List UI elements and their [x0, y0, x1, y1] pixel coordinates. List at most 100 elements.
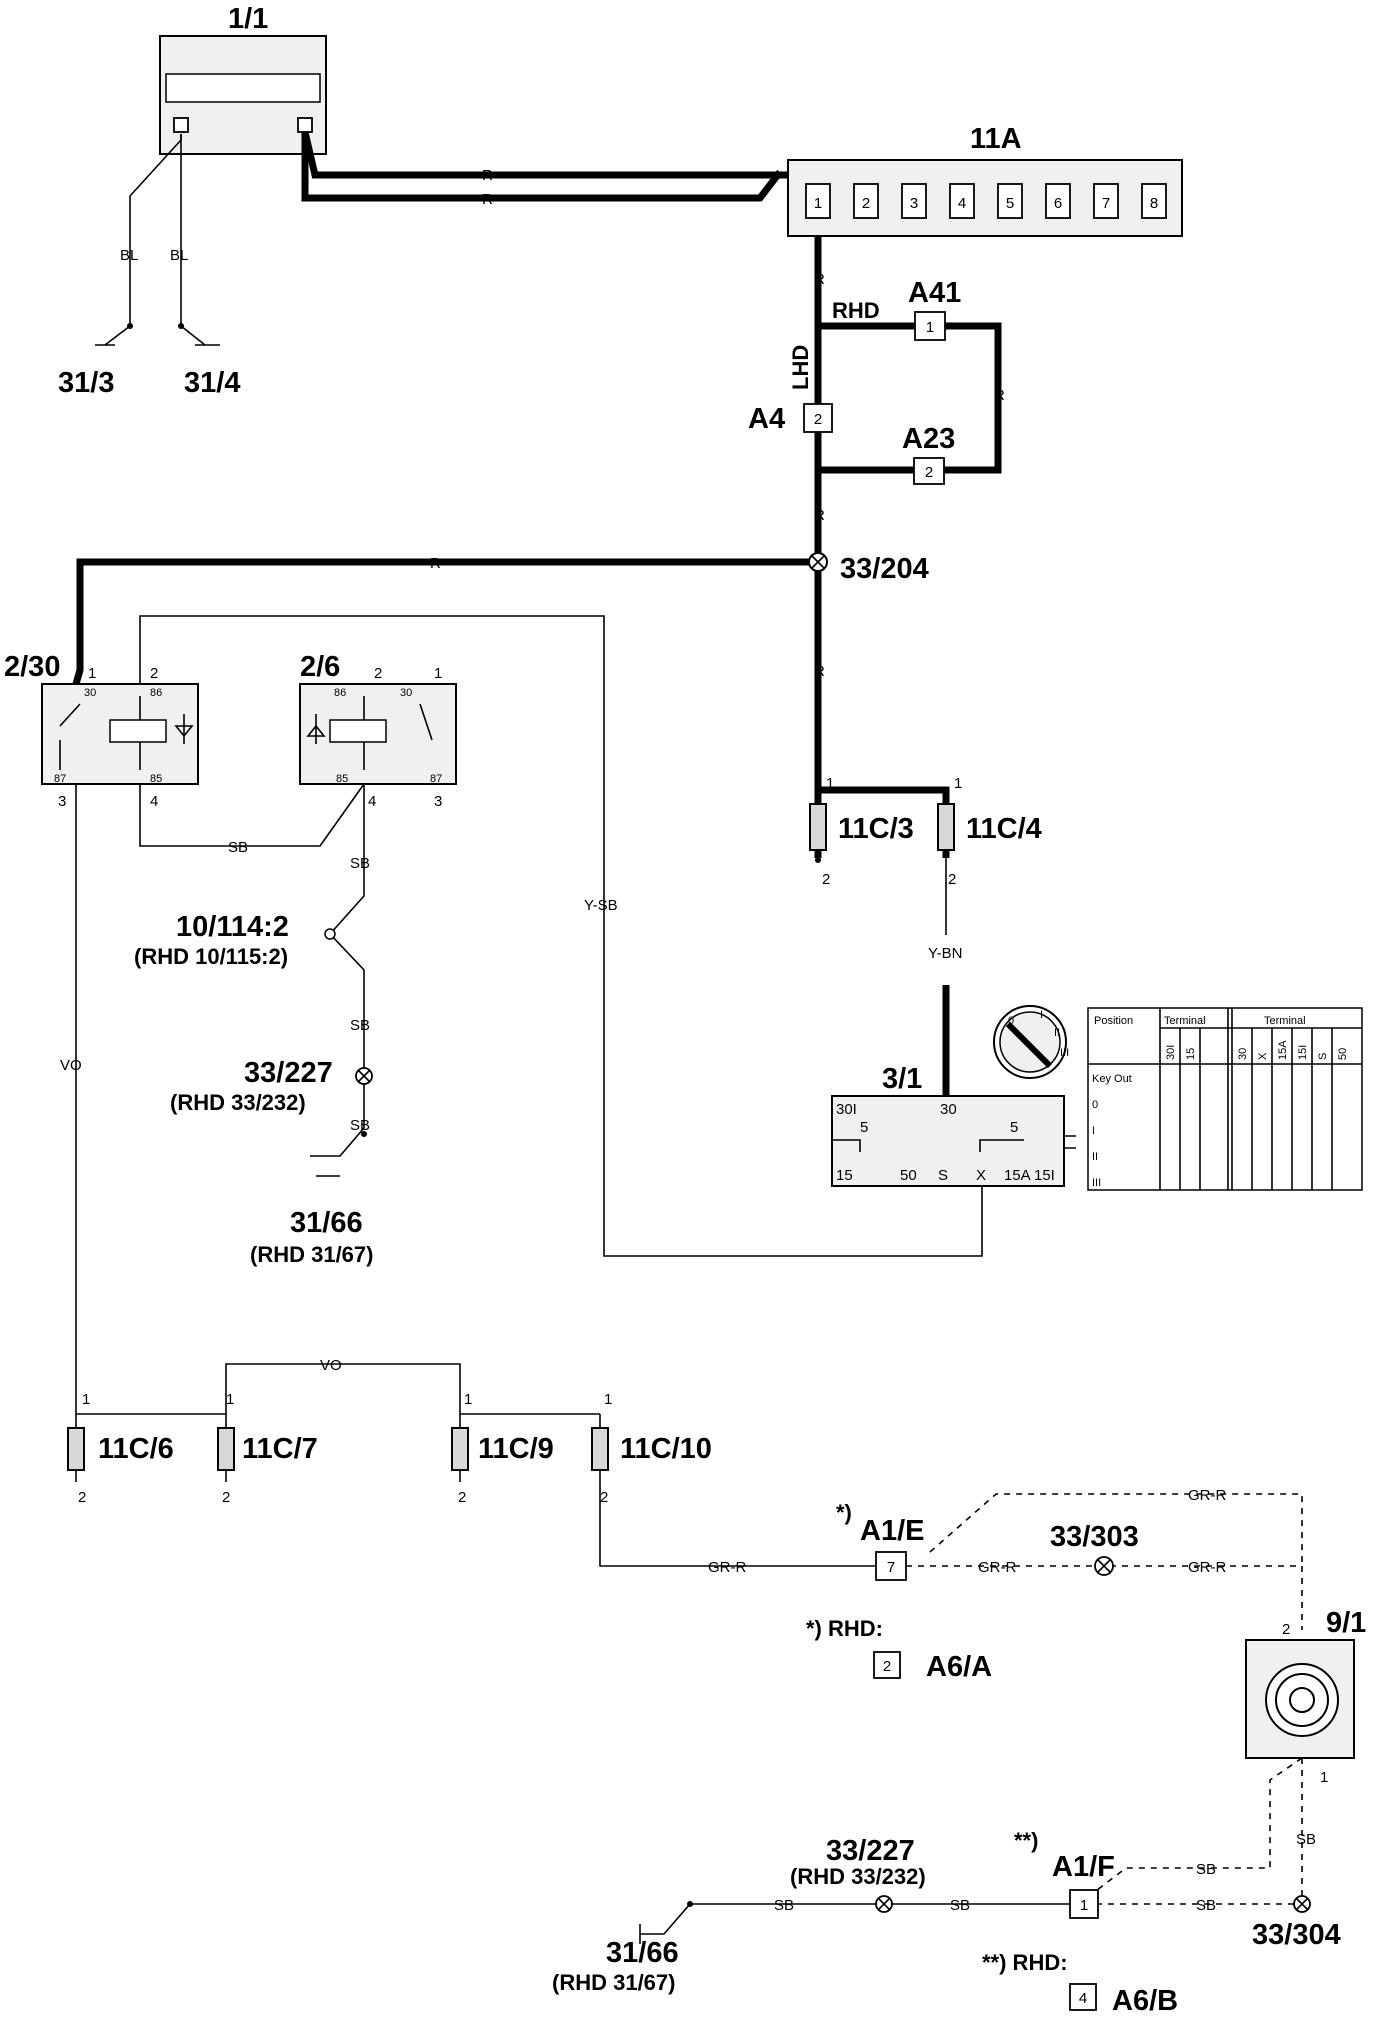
label-a1f: A1/F — [1052, 1851, 1115, 1883]
wire-r-4: R — [994, 387, 1005, 404]
svg-text:2: 2 — [222, 1489, 230, 1506]
svg-text:2: 2 — [458, 1489, 466, 1506]
wire-vo-2: VO — [320, 1357, 342, 1374]
a41-pin: 1 — [926, 319, 934, 336]
ground-31-66: 31/66 — [290, 1207, 363, 1239]
label-a23: A23 — [902, 423, 955, 455]
fuse-block-11a: 11A — [787, 123, 1183, 237]
wire-bl-2: BL — [170, 247, 188, 264]
a1f-star: **) — [1014, 1828, 1038, 1853]
a1f-pin: 1 — [1080, 1897, 1088, 1914]
table-header-position: Position — [1094, 1015, 1133, 1027]
fuse-11a-slot — [949, 183, 975, 219]
svg-text:I: I — [1040, 1009, 1043, 1021]
svg-text:1: 1 — [82, 1391, 90, 1408]
wire-r-3: R — [814, 271, 825, 288]
conn-10-114: 10/114:2 — [176, 911, 289, 943]
wire-vo-1: VO — [60, 1057, 82, 1074]
table-header-terminal-2: Terminal — [1264, 1015, 1306, 1027]
wire-sb-5: SB — [1296, 1831, 1316, 1848]
table-column-header: 15 — [1185, 1048, 1197, 1060]
a1e-star: *) — [836, 1500, 852, 1525]
splice-33-227b: 33/227 — [826, 1835, 915, 1867]
svg-text:2: 2 — [374, 665, 382, 682]
ground-31-4: 31/4 — [184, 367, 240, 399]
conn-10-114-rhd: (RHD 10/115:2) — [134, 944, 288, 969]
svg-text:1: 1 — [88, 665, 96, 682]
table-column-header: S — [1317, 1053, 1329, 1060]
a6a-pin: 2 — [883, 1658, 891, 1675]
label-11a: 11A — [970, 123, 1022, 155]
rhd-note-2: **) RHD: — [982, 1950, 1068, 1975]
svg-text:4: 4 — [150, 793, 158, 810]
svg-text:86: 86 — [150, 687, 162, 699]
component-1-1: 1/1 — [159, 3, 327, 155]
svg-text:1: 1 — [226, 1391, 234, 1408]
fuse-11a-slot — [1141, 183, 1167, 219]
ground-31-66b: 31/66 — [606, 1937, 679, 1969]
wire-sb-8: SB — [774, 1897, 794, 1914]
fuse-11a-pin-label: 6 — [1054, 195, 1062, 212]
table-row-label: 0 — [1092, 1099, 1098, 1111]
fuse-11a-slot — [997, 183, 1023, 219]
sw-term-5b: 5 — [1010, 1119, 1018, 1136]
sw-term-x: X — [976, 1167, 986, 1184]
a6b-pin: 4 — [1079, 1990, 1087, 2007]
fuse-11a-slot — [853, 183, 879, 219]
wire-sb-7: SB — [1196, 1897, 1216, 1914]
table-row-label: II — [1092, 1151, 1098, 1163]
11c4-pin1: 1 — [954, 775, 962, 792]
label-rhd: RHD — [832, 298, 880, 323]
svg-text:87: 87 — [54, 773, 66, 785]
wire-r-1: R — [482, 167, 493, 184]
wire-sb-9: SB — [950, 1897, 970, 1914]
label-2-30: 2/30 — [4, 651, 60, 683]
wire-sb-3: SB — [350, 1017, 370, 1034]
ground-31-66-rhd: (RHD 31/67) — [250, 1242, 373, 1267]
wire-sb-2: SB — [350, 855, 370, 872]
table-column-header: 15I — [1297, 1045, 1309, 1060]
11c3-pin1: 1 — [826, 775, 834, 792]
splice-33-304: 33/304 — [1252, 1919, 1341, 1951]
splice-33-303: 33/303 — [1050, 1521, 1139, 1553]
svg-text:30: 30 — [84, 687, 96, 699]
11c4-pin2: 2 — [948, 871, 956, 888]
table-row-label: Key Out — [1092, 1073, 1132, 1085]
rhd-note-1: *) RHD: — [806, 1616, 883, 1641]
ignition-switch-3-1: 3/1 30I 30 5 5 15 50 S X 15A 15I — [831, 1063, 1076, 1187]
sw-term-30: 30 — [940, 1101, 957, 1118]
fuse-11c6: 11C/6 — [67, 1427, 174, 1471]
fuse-11a-pin-label: 4 — [958, 195, 966, 212]
table-column-header: 30I — [1165, 1045, 1177, 1060]
wire-r-2: R — [482, 191, 493, 208]
wire-sb-4: SB — [350, 1117, 370, 1134]
sw-term-s: S — [938, 1167, 948, 1184]
fuse-11a-pin-label: 2 — [862, 195, 870, 212]
a23-pin: 2 — [925, 464, 933, 481]
svg-text:1: 1 — [464, 1391, 472, 1408]
svg-text:85: 85 — [150, 773, 162, 785]
svg-text:11C/7: 11C/7 — [242, 1433, 318, 1465]
table-row-label: III — [1092, 1177, 1101, 1189]
svg-text:1: 1 — [604, 1391, 612, 1408]
svg-text:85: 85 — [336, 773, 348, 785]
label-a6b: A6/B — [1112, 1985, 1178, 2017]
svg-text:2: 2 — [78, 1489, 86, 1506]
table-column-header: 50 — [1337, 1048, 1349, 1060]
fuse-11c7: 11C/7 — [217, 1427, 318, 1471]
wire-sb-1: SB — [228, 839, 248, 856]
relay-2-30: 2/30 30 86 87 85 — [4, 651, 199, 785]
label-9-1: 9/1 — [1326, 1607, 1366, 1639]
label-a4: A4 — [748, 403, 785, 435]
svg-text:2: 2 — [1282, 1621, 1290, 1638]
svg-text:11C/9: 11C/9 — [478, 1433, 554, 1465]
fuse-11c10: 11C/10 — [591, 1427, 712, 1471]
fuse-11a-pin-label: 7 — [1102, 195, 1110, 212]
svg-text:1: 1 — [434, 665, 442, 682]
wire-r-5: R — [814, 507, 825, 524]
sw-term-15i: 15I — [1034, 1167, 1055, 1184]
splice-33-227-rhd: (RHD 33/232) — [170, 1090, 306, 1115]
relay-2-6: 2/6 86 30 85 87 — [299, 651, 457, 785]
a4-pin: 2 — [814, 411, 822, 428]
